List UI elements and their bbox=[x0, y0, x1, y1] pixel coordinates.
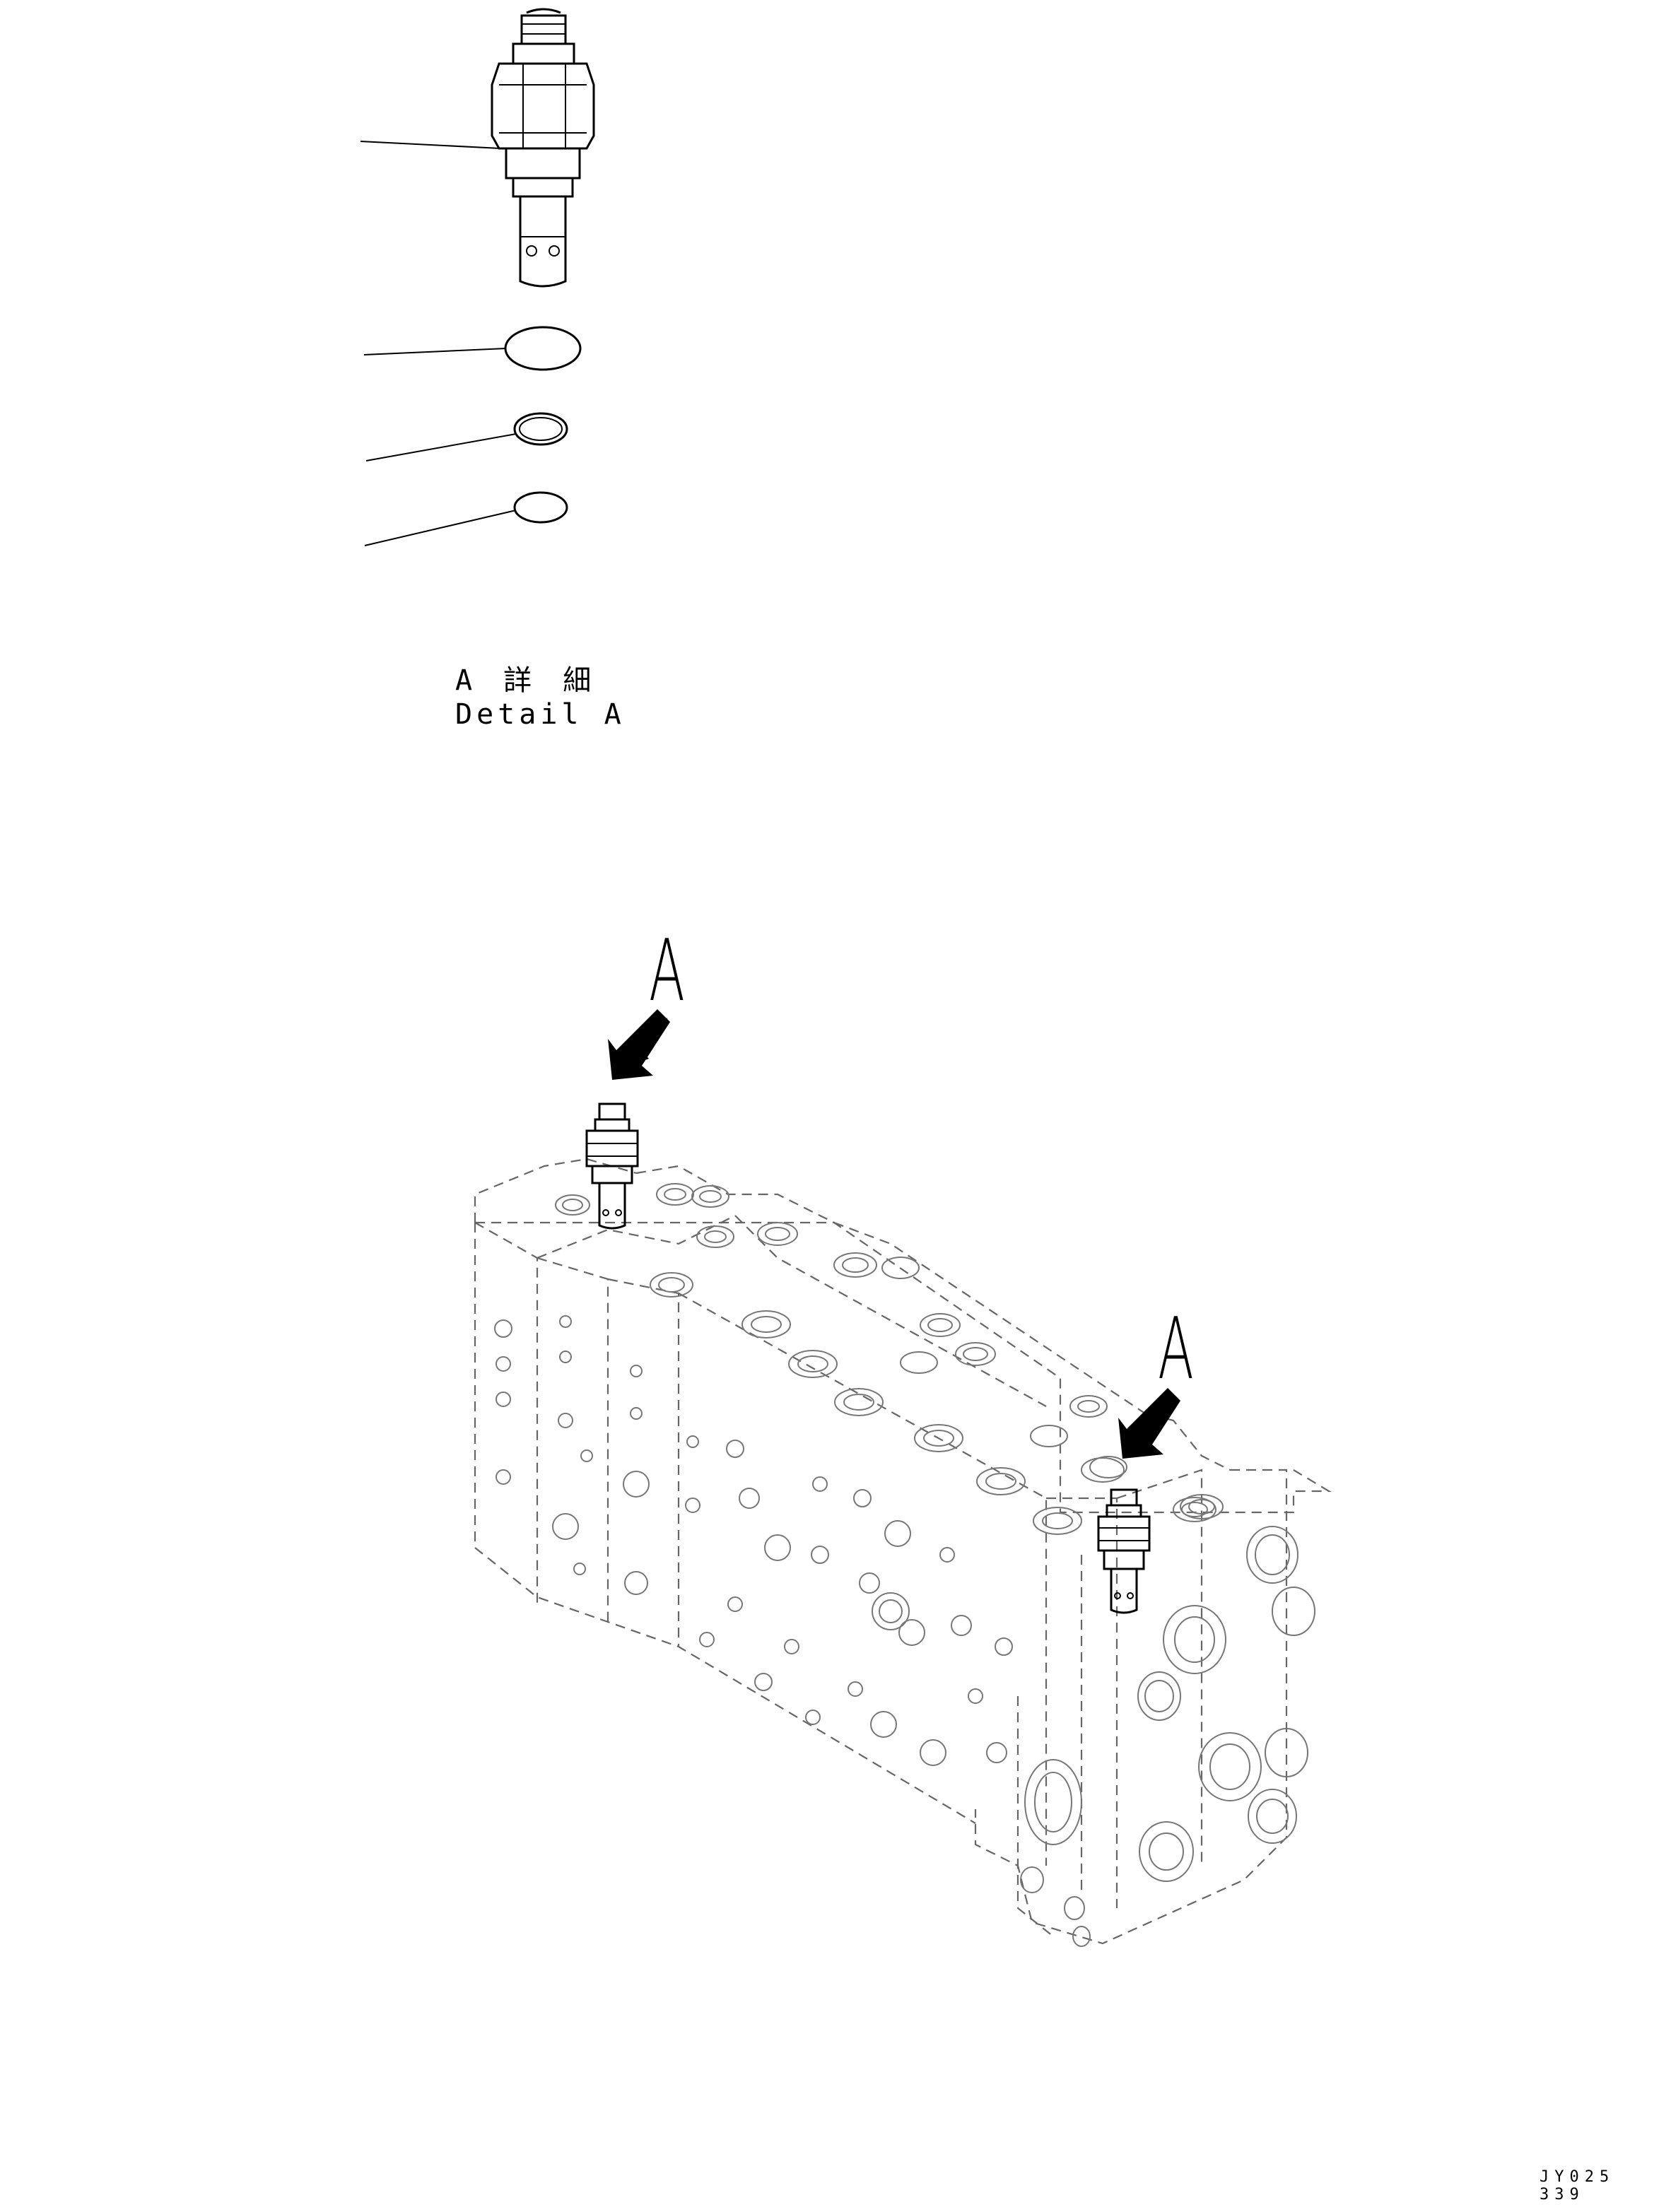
backup-ring-icon bbox=[365, 412, 568, 461]
drawing-number: JY025 339 bbox=[1540, 2168, 1615, 2204]
installed-cartridge-1-icon bbox=[585, 1102, 639, 1230]
detail-a-title-jp: A 詳 細 bbox=[455, 664, 599, 697]
control-valve-assembly bbox=[474, 1158, 1332, 1947]
o-ring-large-icon bbox=[363, 326, 582, 371]
installed-cartridge-2-icon bbox=[1097, 1488, 1151, 1614]
o-ring-small-icon bbox=[364, 491, 568, 546]
callout-arrow-1-icon bbox=[608, 1009, 670, 1080]
detail-a-title-en: Detail A bbox=[455, 698, 626, 731]
callout-label-a-2: A bbox=[1158, 1300, 1194, 1399]
relief-valve-cartridge-icon bbox=[360, 8, 595, 288]
callout-arrow-2-icon bbox=[1118, 1388, 1180, 1459]
callout-label-a-1: A bbox=[649, 922, 685, 1020]
